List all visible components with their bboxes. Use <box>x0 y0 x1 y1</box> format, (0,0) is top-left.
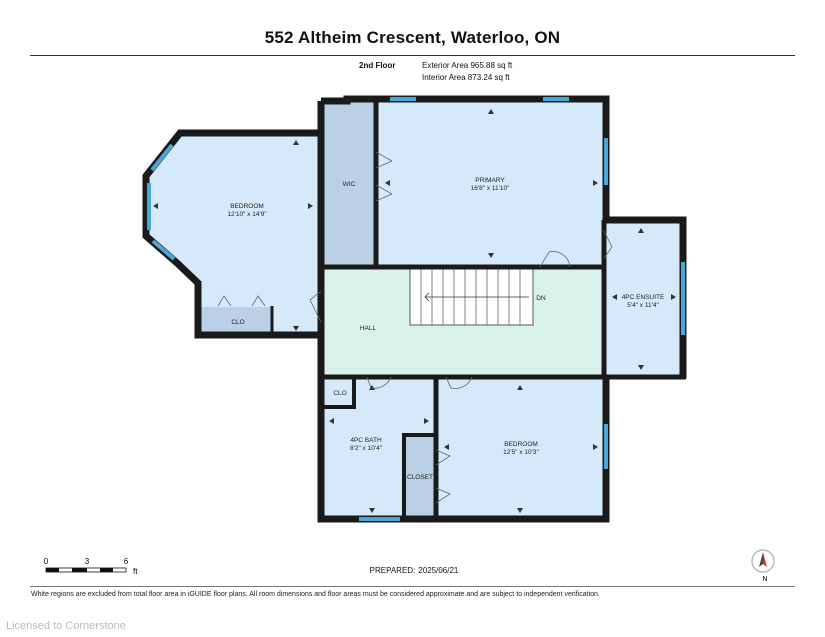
disclaimer-text: White regions are excluded from total fl… <box>31 591 600 598</box>
wic-room <box>321 101 376 267</box>
bedroom-bottom-dims: 12'5" x 10'3" <box>503 449 539 456</box>
scale-tick-6: 6 <box>124 557 129 566</box>
primary-dims: 16'8" x 11'10" <box>471 185 510 192</box>
ensuite-dims: 5'4" x 11'4" <box>627 302 659 309</box>
primary-room <box>376 100 606 267</box>
dimension-ticks <box>153 109 676 513</box>
scale-unit: ft <box>133 567 138 576</box>
floor-label: 2nd Floor <box>359 61 396 70</box>
clo-left-name: CLO <box>231 319 244 326</box>
bath-dims: 8'2" x 10'4" <box>350 445 383 452</box>
windows <box>147 97 685 521</box>
prepared-date-line: PREPARED:2025/06/21 <box>0 566 825 575</box>
stairs <box>409 267 534 326</box>
prepared-date: 2025/06/21 <box>418 566 459 575</box>
footer-divider <box>30 586 795 587</box>
stairs-label: DN <box>536 295 546 302</box>
watermark: Licensed to Cornerstone <box>6 620 126 632</box>
bedroom-bottom-name: BEDROOM <box>504 441 538 448</box>
interior-area: Interior Area 873.24 sq ft <box>422 73 510 82</box>
clo-left-room <box>200 307 272 334</box>
ensuite-room <box>604 220 684 378</box>
hall-name: HALL <box>360 325 377 332</box>
page-title: 552 Altheim Crescent, Waterloo, ON <box>264 28 561 47</box>
compass-label: N <box>762 576 767 583</box>
closet-room <box>404 435 436 519</box>
scale-tick-3: 3 <box>85 557 90 566</box>
bath-name: 4PC BATH <box>350 437 382 444</box>
bedroom-left-name: BEDROOM <box>230 203 264 210</box>
bedroom-left-dims: 12'10" x 14'9" <box>227 211 267 218</box>
bedroom-bottom-room <box>436 378 606 519</box>
wic-name: WIC <box>343 181 356 188</box>
scale-bar: 0 3 6 ft <box>44 557 138 576</box>
doors <box>217 151 613 504</box>
exterior-area: Exterior Area 965.88 sq ft <box>422 61 513 70</box>
clo-small-name: CLO <box>333 390 346 397</box>
title-divider <box>30 55 795 56</box>
prepared-label: PREPARED: <box>369 566 416 575</box>
north-compass-icon: N <box>751 549 775 583</box>
bedroom-left-room <box>146 133 321 335</box>
closet-name: CLOSET <box>407 474 433 481</box>
primary-name: PRIMARY <box>475 177 505 184</box>
ensuite-name: 4PC ENSUITE <box>622 294 665 301</box>
scale-tick-0: 0 <box>44 557 49 566</box>
